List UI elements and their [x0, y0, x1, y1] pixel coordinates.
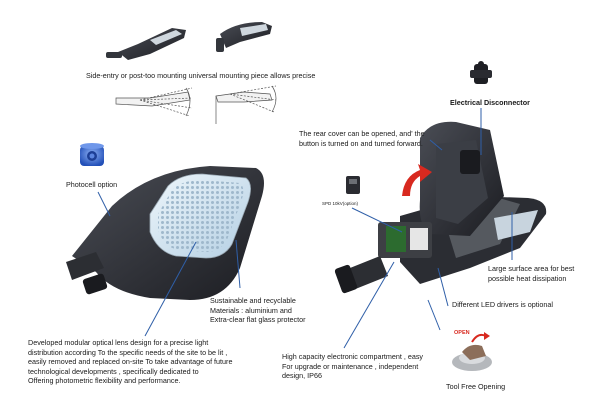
caption-heat-line-1: Large surface area for best — [488, 264, 575, 273]
caption-sustainable-line-3: Extra-clear flat glass protector — [210, 315, 306, 325]
caption-compartment: High capacity electronic compartment , e… — [282, 352, 423, 381]
mounting-thumbnail-2 — [216, 22, 272, 52]
caption-mounting: Side-entry or post-too mounting universa… — [86, 71, 316, 80]
tilt-diagram-post — [215, 85, 277, 124]
leader-lines — [97, 108, 513, 349]
main-luminaire — [66, 166, 264, 300]
caption-rear-cover: The rear cover can be opened, and' the b… — [299, 129, 425, 148]
open-direction-arrow-icon — [402, 164, 432, 196]
caption-optical: Developed modular optical lens design fo… — [28, 338, 232, 386]
caption-drivers: Different LED drivers is optional — [452, 300, 553, 309]
caption-optical-line-5: Offering photometric flexibility and per… — [28, 376, 181, 386]
caption-compartment-line-1: High capacity electronic compartment , e… — [282, 352, 424, 361]
leader-tool-free — [427, 299, 441, 331]
caption-optical-line-3: easily removed and replaced on-site To t… — [28, 357, 233, 367]
caption-sustainable-line-1: Sustainable and recyclable — [210, 296, 296, 305]
leader-compartment — [343, 261, 395, 349]
caption-compartment-line-3: design, IP66 — [282, 371, 322, 381]
caption-heat: Large surface area for best possible hea… — [488, 264, 574, 283]
caption-photocell: Photocell option — [66, 180, 118, 189]
tilt-diagram-side — [115, 87, 193, 117]
leader-rear-cover — [429, 139, 443, 151]
leader-spd — [351, 207, 403, 233]
leader-drivers — [437, 267, 449, 307]
caption-electrical-disconnector: Electrical Disconnector — [450, 98, 530, 107]
caption-compartment-line-2: For upgrade or maintenance , independent — [282, 361, 419, 371]
caption-optical-line-4: technological developments , specificall… — [28, 366, 199, 376]
caption-spd: SPD 10kV(option) — [322, 201, 359, 206]
caption-rear-cover-line-1: The rear cover can be opened, and' the — [299, 129, 425, 138]
caption-optical-line-1: Developed modular optical lens design fo… — [28, 338, 209, 347]
caption-optical-line-2: distribution according To the specific n… — [28, 347, 228, 357]
electrical-disconnector-part — [470, 61, 492, 84]
caption-sustainable-line-2: Materials : aluminium and — [210, 305, 292, 315]
caption-sustainable: Sustainable and recyclable Materials : a… — [210, 296, 305, 325]
open-luminaire — [334, 121, 547, 294]
mounting-thumbnail-1 — [106, 28, 186, 60]
caption-rear-cover-line-2: button is turned on and turned forward. — [299, 138, 423, 148]
caption-heat-line-2: possible heat dissipation — [488, 273, 567, 283]
caption-tool-free: Tool Free Opening — [446, 382, 506, 391]
leader-sustainable — [235, 239, 241, 289]
leader-optical — [144, 241, 197, 337]
spd-module-part — [346, 176, 360, 194]
photocell-part — [80, 143, 104, 166]
leader-photocell — [97, 191, 111, 217]
open-label: OPEN — [454, 330, 470, 336]
tool-free-opening-part — [452, 332, 492, 371]
